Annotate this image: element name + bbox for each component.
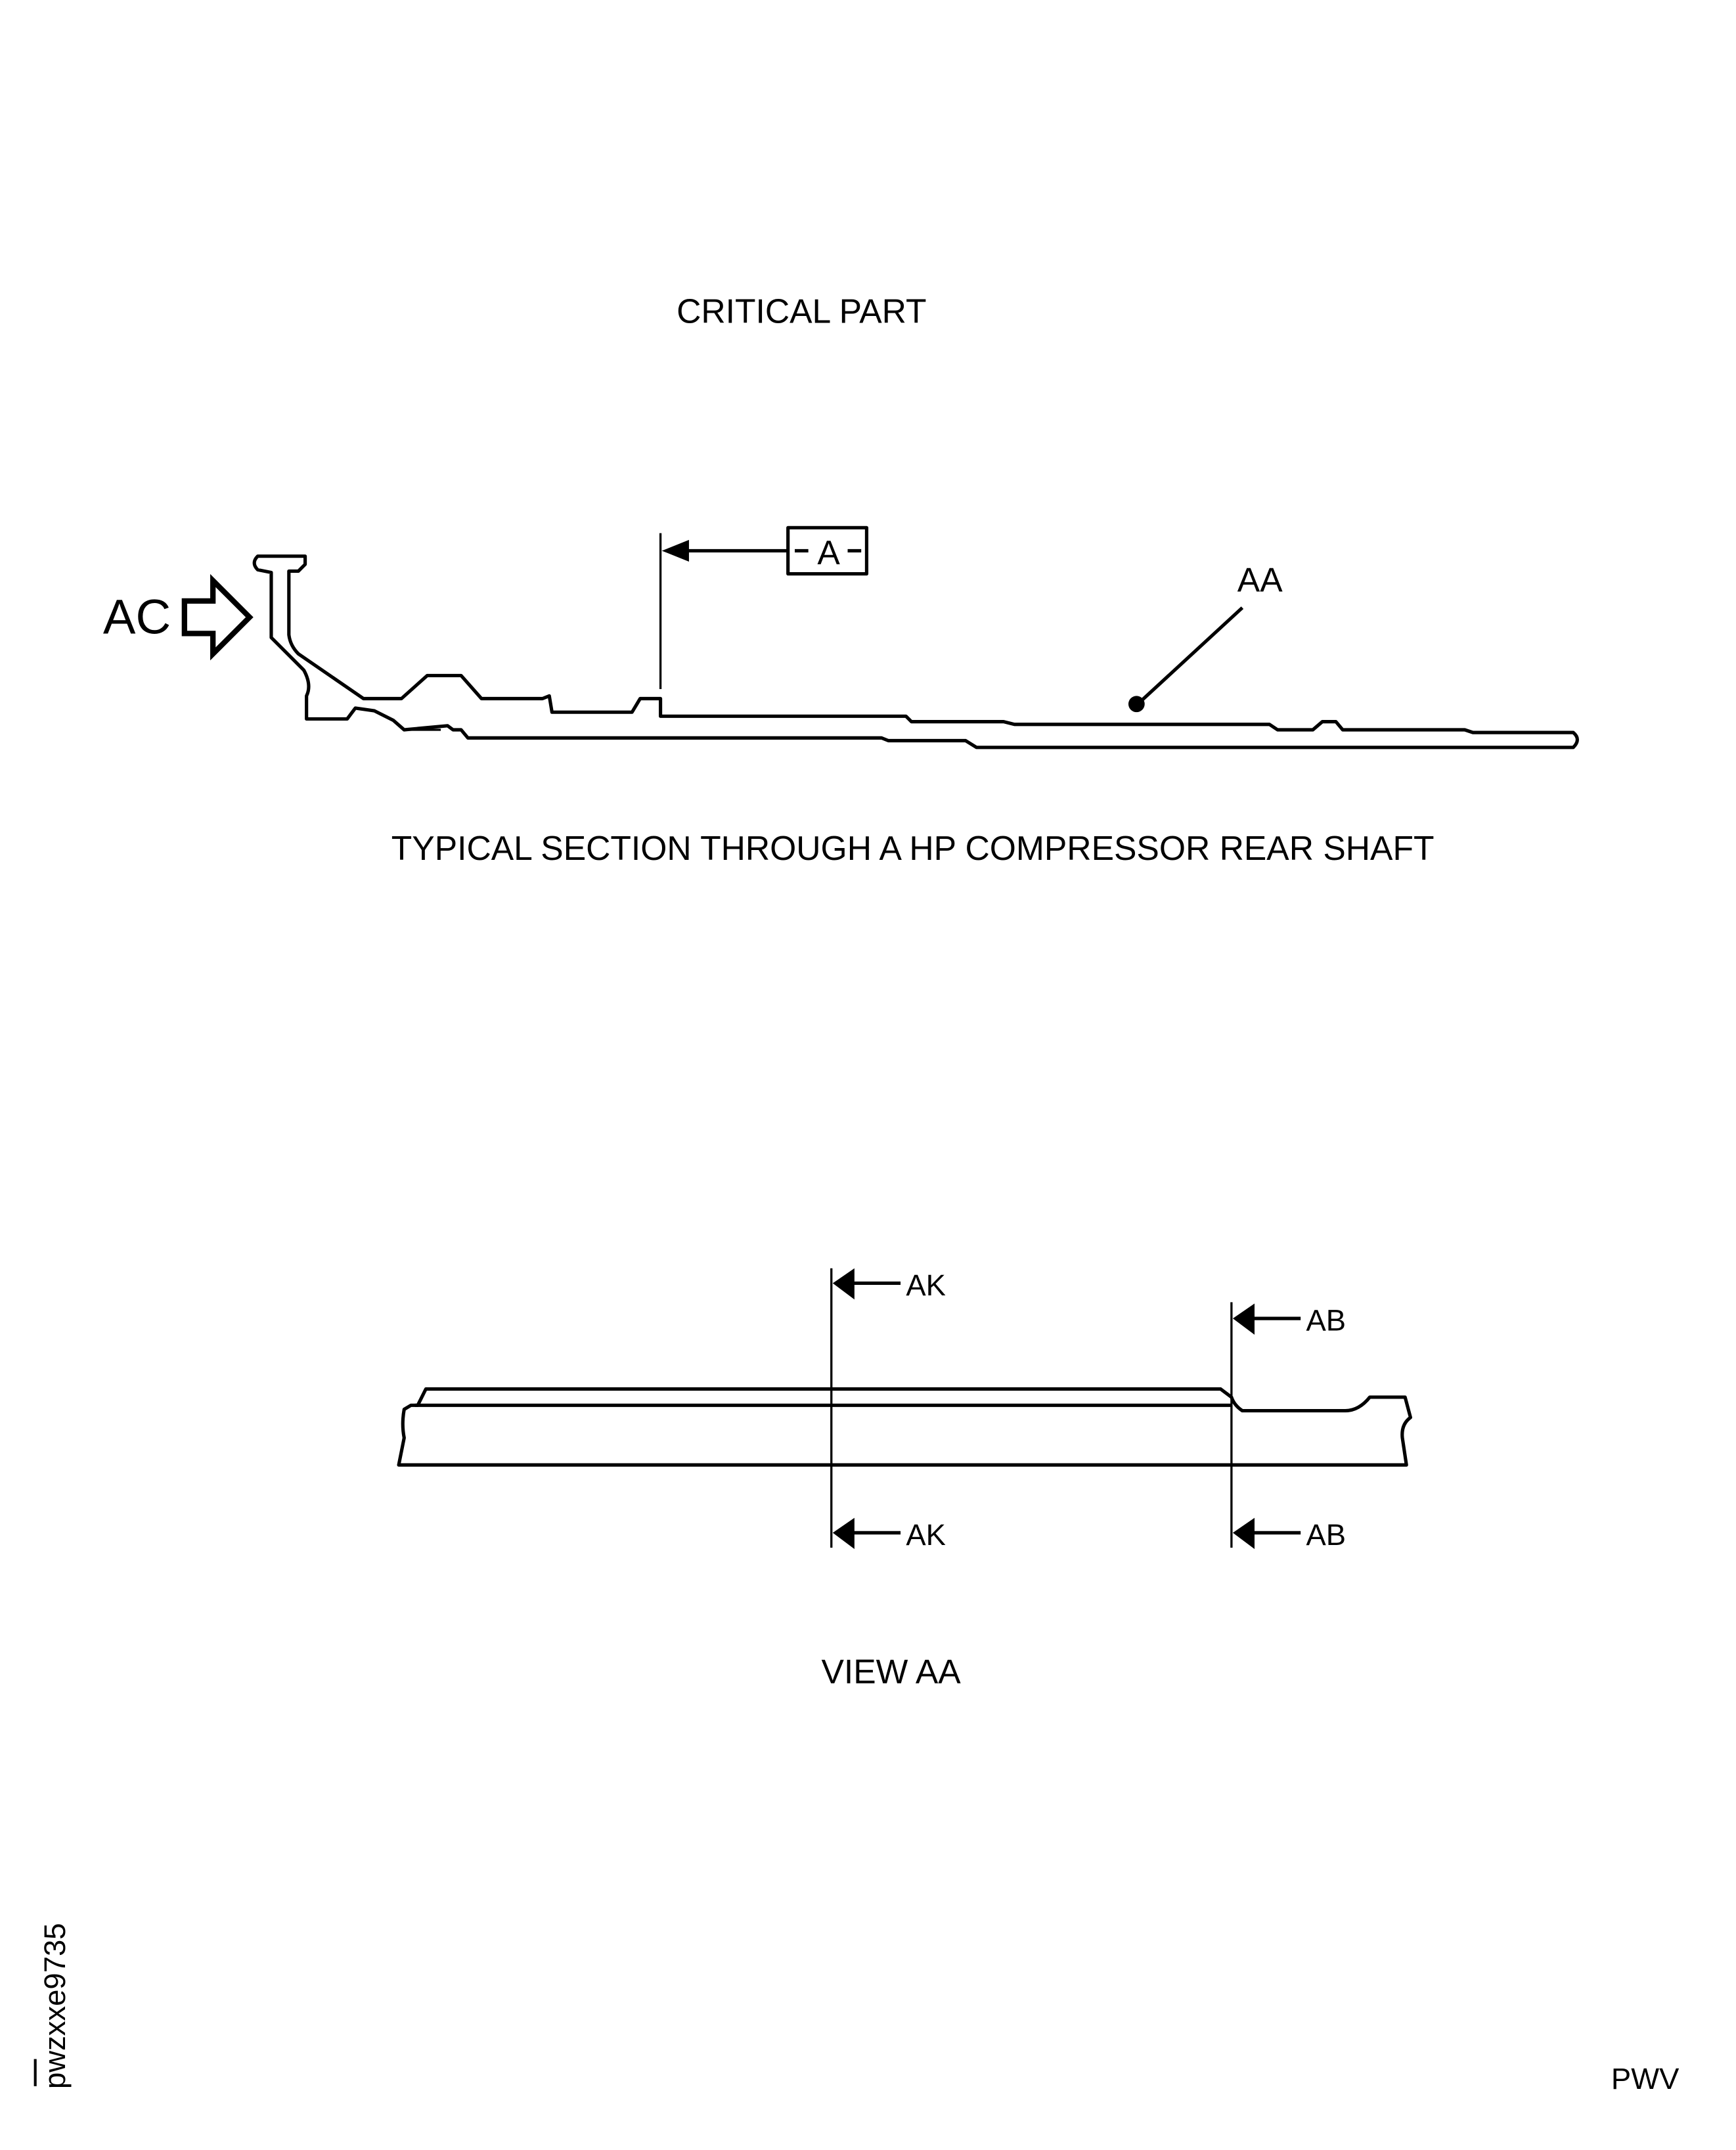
detail-label: AA — [1237, 560, 1283, 598]
view-aa-shaft — [397, 1387, 1413, 1467]
datum-a: A — [659, 526, 869, 690]
shaft-inner-line — [404, 723, 1553, 734]
figure-id: pwzxxe9735 — [38, 1923, 72, 2089]
detail-callout-aa: AA — [1128, 560, 1283, 713]
section-cut-ak: AK AK — [830, 1268, 946, 1552]
cut-label-ak-top: AK — [906, 1268, 946, 1302]
datum-box — [786, 526, 869, 576]
cut-label-ab-bottom: AB — [1306, 1518, 1346, 1552]
shaft-section — [252, 554, 1579, 750]
footer-code: PWV — [1611, 2062, 1680, 2095]
title-critical-part: CRITICAL PART — [677, 292, 926, 330]
section-caption: TYPICAL SECTION THROUGH A HP COMPRESSOR … — [391, 829, 1435, 867]
datum-label: A — [817, 533, 840, 571]
arrowhead-icon — [661, 539, 689, 562]
leader-dot — [1128, 696, 1145, 713]
view-arrow-ac: AC — [103, 573, 254, 661]
shaft-outline — [252, 554, 1579, 750]
arrowhead-icon — [1232, 1303, 1255, 1550]
view-arrow-label: AC — [103, 589, 171, 644]
section-cut-ab: AB AB — [1230, 1302, 1346, 1552]
cut-label-ak-bottom: AK — [906, 1518, 946, 1552]
cut-label-ab-top: AB — [1306, 1304, 1346, 1337]
hollow-arrow-icon — [181, 573, 254, 661]
arrowhead-icon — [832, 1268, 855, 1550]
view-aa-caption: VIEW AA — [821, 1653, 961, 1691]
